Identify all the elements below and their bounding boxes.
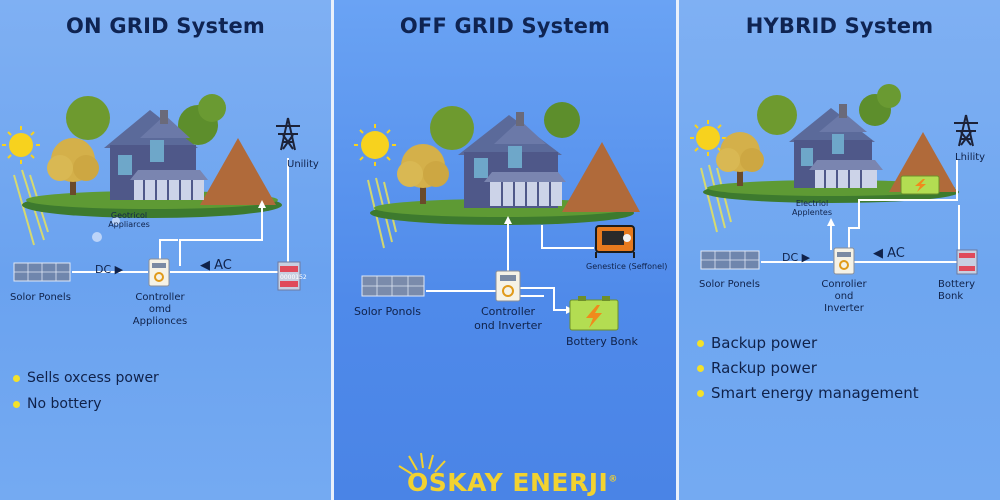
sunlight-rays (700, 164, 732, 233)
solar-panel-icon (13, 262, 71, 282)
sun-icon (2, 126, 40, 164)
ac-flow-label: ◀ AC (200, 258, 232, 273)
utility-label: Lhility (955, 152, 986, 163)
sun-rays-icon (398, 452, 446, 475)
utility-tower-icon (954, 114, 978, 147)
hybrid-illustration (690, 84, 978, 275)
panel-hybrid: HYBRID System (679, 0, 1000, 500)
panel-off-grid: OFF GRID System (334, 0, 676, 500)
panel-title: OFF GRID System (399, 14, 611, 38)
house-icon (104, 110, 208, 200)
bullet-dot-icon (697, 390, 704, 397)
utility-tower-icon (276, 117, 300, 151)
sun-icon (690, 120, 726, 156)
solar-panels-label: Solor Ponels (10, 292, 71, 303)
meter-icon (277, 261, 301, 291)
hybrid-features: Backup power Rackup power Smart energy m… (695, 335, 919, 410)
wiring (761, 160, 960, 263)
controller-label: Controller ond Inverter (474, 305, 542, 332)
feature-item: No bottery (11, 396, 159, 413)
controller-icon (833, 247, 855, 275)
on-grid-features: Sells oxcess power No bottery (11, 370, 159, 422)
utility-label: Unility (287, 159, 319, 170)
panel-divider (331, 0, 334, 500)
meter-readout: 0000152 (280, 274, 307, 281)
feature-item: Smart energy management (695, 385, 919, 402)
panel-title: ON GRID System (66, 14, 265, 38)
panel-on-grid: ON GRID System (0, 0, 331, 500)
controller-icon (148, 258, 170, 287)
on-grid-illustration (2, 94, 301, 291)
battery-icon (900, 175, 940, 195)
bullet-dot-icon (697, 340, 704, 347)
brand-logo: OSKAY ENERJI® (395, 452, 625, 497)
solar-panel-icon (700, 250, 760, 270)
solar-panels-label: Solor Ponels (699, 279, 760, 290)
generator-label: Genestice (Seffonel) (586, 262, 668, 271)
tree-icon (47, 138, 99, 195)
sun-icon (354, 124, 396, 166)
panel-divider (676, 0, 679, 500)
bullet-dot-icon (697, 365, 704, 372)
battery-icon (569, 296, 619, 331)
generator-icon (595, 225, 635, 258)
feature-item: Rackup power (695, 360, 919, 377)
battery-bank-icon (956, 249, 978, 275)
appliances-label: Electriol Applentes (791, 199, 833, 217)
solar-panel-icon (361, 275, 425, 297)
dc-flow-label: DC ▶ (95, 263, 124, 276)
wiring (72, 158, 289, 273)
house-icon (789, 104, 883, 188)
feature-item: Sells oxcess power (11, 370, 159, 387)
bullet-dot-icon (13, 401, 20, 408)
tree-icon (716, 132, 764, 186)
tree-icon (397, 144, 449, 204)
off-grid-illustration (354, 102, 640, 331)
battery-label: Bottery Bonk (566, 335, 638, 348)
wiring (426, 220, 594, 311)
panel-title: HYBRID System (745, 14, 934, 38)
house-icon (458, 112, 566, 208)
controller-icon (495, 270, 521, 302)
feature-item: Backup power (695, 335, 919, 352)
solar-panels-label: Solor Ponols (354, 305, 421, 318)
brand-name: OSKAY ENERJI® (407, 468, 618, 497)
controller-label: Controller omd Applionces (132, 292, 188, 327)
bullet-dot-icon (13, 375, 20, 382)
battery-bank-label: Bottery Bonk (938, 279, 976, 302)
controller-label: Conrolier ond Inverter (821, 279, 867, 314)
appliances-label: Geotricol Appliarces (108, 211, 150, 229)
hill (200, 138, 276, 205)
dc-flow-label: DC ▶ (782, 251, 811, 264)
hill (562, 142, 640, 212)
ac-flow-label: ◀ AC (873, 246, 905, 261)
